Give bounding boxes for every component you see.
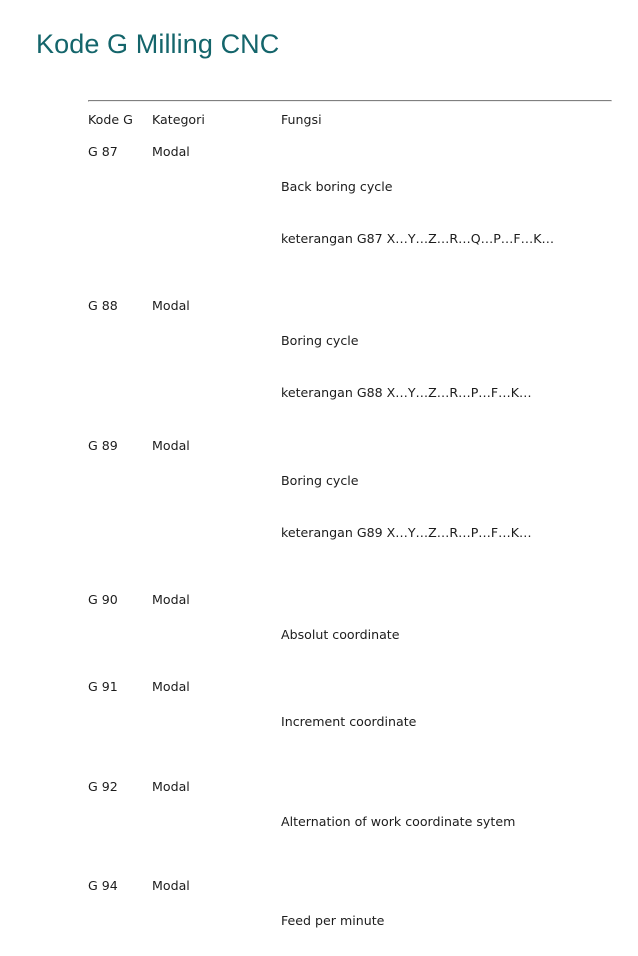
cell-category: Modal — [152, 437, 190, 453]
function-text: Back boring cycle — [281, 178, 393, 194]
table-row: G 91 Modal Increment coordinate — [88, 678, 610, 766]
table-row: G 94 Modal Feed per minute — [88, 877, 610, 956]
function-detail-text: keterangan G89 X…Y…Z…R…P…F…K… — [281, 525, 532, 540]
table-row: G 88 Modal Boring cycle keterangan G88 X… — [88, 297, 610, 437]
spacer-row — [88, 577, 610, 591]
slide-canvas: Kode G Milling CNC Kode G Kategori Fungs… — [36, 29, 612, 928]
cell-category: Modal — [152, 679, 190, 694]
function-text: Boring cycle — [281, 332, 359, 348]
function-text: Absolut coordinate — [281, 626, 400, 642]
cell-code: G 87 — [88, 143, 118, 159]
cell-category: Modal — [152, 297, 190, 313]
cell-category: Modal — [152, 878, 190, 893]
spacer-row — [88, 766, 610, 778]
spacer-row — [88, 283, 610, 297]
function-detail-text: keterangan G87 X…Y…Z…R…Q…P…F…K… — [281, 231, 555, 246]
cell-code: G 91 — [88, 679, 118, 694]
cell-function: Feed per minute — [281, 877, 610, 956]
column-header-category: Kategori — [152, 112, 205, 127]
cell-function: Boring cycle keterangan G89 X…Y…Z…R…P…F…… — [281, 437, 610, 577]
function-detail-text: keterangan G88 X…Y…Z…R…P…F…K… — [281, 385, 532, 400]
cell-function: Absolut coordinate — [281, 591, 610, 679]
cell-function: Back boring cycle keterangan G87 X…Y…Z…R… — [281, 143, 610, 283]
table-top-rule — [88, 100, 612, 102]
cell-code: G 94 — [88, 878, 118, 893]
column-header-function: Fungsi — [281, 112, 322, 127]
table-row: G 87 Modal Back boring cycle keterangan … — [88, 143, 610, 283]
spacer-row — [88, 865, 610, 877]
cell-code: G 92 — [88, 778, 118, 794]
function-text: Boring cycle — [281, 472, 359, 488]
cell-category: Modal — [152, 143, 190, 159]
cell-code: G 89 — [88, 437, 118, 453]
table-row: G 89 Modal Boring cycle keterangan G89 X… — [88, 437, 610, 577]
cell-category: Modal — [152, 591, 190, 607]
cell-code: G 88 — [88, 297, 118, 313]
cell-category: Modal — [152, 778, 190, 794]
function-text: Alternation of work coordinate sytem — [281, 813, 516, 829]
gcode-table: Kode G Kategori Fungsi G 87 Modal Back b… — [88, 102, 610, 956]
table-row: G 92 Modal Alternation of work coordinat… — [88, 778, 610, 866]
cell-function: Boring cycle keterangan G88 X…Y…Z…R…P…F…… — [281, 297, 610, 437]
column-header-code: Kode G — [88, 112, 133, 127]
page-title: Kode G Milling CNC — [36, 29, 280, 59]
table-header-row: Kode G Kategori Fungsi — [88, 102, 610, 129]
cell-code: G 90 — [88, 591, 118, 607]
spacer-row — [88, 129, 610, 143]
cell-function: Alternation of work coordinate sytem — [281, 778, 610, 866]
function-text: Feed per minute — [281, 913, 385, 928]
table-row: G 90 Modal Absolut coordinate — [88, 591, 610, 679]
cell-function: Increment coordinate — [281, 678, 610, 766]
gcode-table-container: Kode G Kategori Fungsi G 87 Modal Back b… — [88, 100, 612, 956]
function-text: Increment coordinate — [281, 714, 417, 729]
